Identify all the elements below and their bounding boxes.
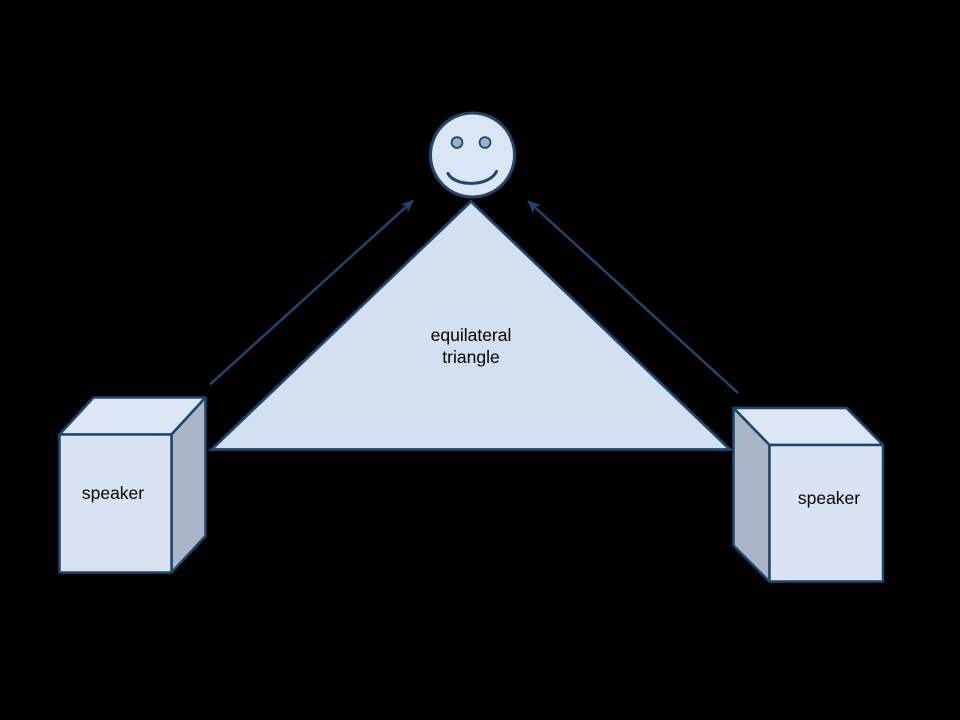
equilateral-triangle-shape [208,199,734,451]
left-speaker-label: speaker [82,483,144,503]
right-sound-arrow [527,200,739,394]
right-speaker-label: speaker [798,488,860,508]
triangle-label-line2: triangle [442,347,499,367]
smile-icon [446,170,498,185]
left-eye-icon [450,136,464,149]
listener-head [429,111,516,199]
right-eye-icon [478,136,492,149]
right-speaker-box: speaker [732,406,885,583]
left-sound-arrow [209,199,414,386]
triangle-label-line1: equilateral [431,325,512,345]
right-speaker-front-face [768,443,885,583]
left-speaker-front-face [58,433,173,574]
left-speaker-box: speaker [58,396,207,574]
